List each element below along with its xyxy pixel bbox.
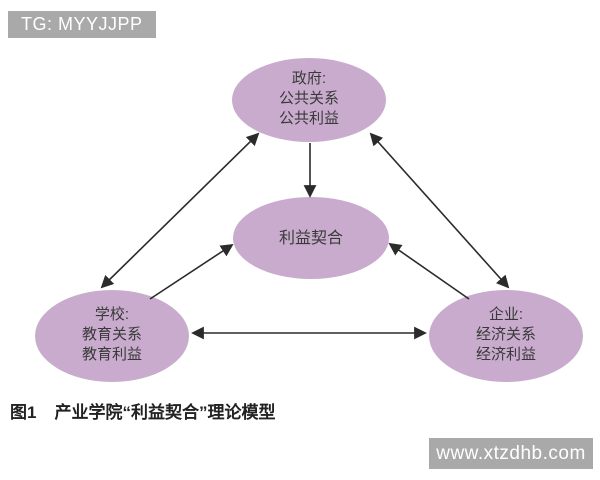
node-enterprise-label: 企业: 经济关系 经济利益 [426,305,586,365]
node-government-label: 政府: 公共关系 公共利益 [229,69,389,129]
figure-title: 产业学院“利益契合”理论模型 [54,403,276,422]
node-government-ellipse [232,58,386,142]
node-government-line2: 公共关系 [278,90,339,107]
node-school-line3: 教育利益 [81,346,142,363]
node-fit-label: 利益契合 [231,228,391,249]
node-government-line1: 政府: [291,70,327,87]
watermark-site-text: www.xtzdhb.com [436,442,586,464]
arrow-government-school [100,132,260,289]
figure-number: 图1 [10,403,37,422]
node-school-ellipse [35,290,189,382]
node-enterprise-line1: 企业: [488,306,524,323]
watermark-telegram-text: TG: MYYJJPP [21,14,143,34]
node-school-line1: 学校: [94,306,130,323]
node-fit-ellipse [233,197,389,279]
arrow-government-enterprise [369,132,510,289]
node-enterprise-line2: 经济关系 [475,326,536,343]
arrow-enterprise-to-fit [388,242,470,300]
node-fit-line1: 利益契合 [278,230,343,247]
node-school-line2: 教育关系 [81,326,142,343]
node-school-label: 学校: 教育关系 教育利益 [32,305,192,365]
node-enterprise-ellipse [429,290,583,382]
figure-caption: 图1 产业学院“利益契合”理论模型 [10,398,275,423]
arrow-school-to-fit [149,243,234,300]
node-enterprise-line3: 经济利益 [475,346,536,363]
watermark-site-banner: www.xtzdhb.com [429,438,593,469]
node-government-line3: 公共利益 [278,110,339,127]
watermark-telegram-banner: TG: MYYJJPP [8,11,156,38]
